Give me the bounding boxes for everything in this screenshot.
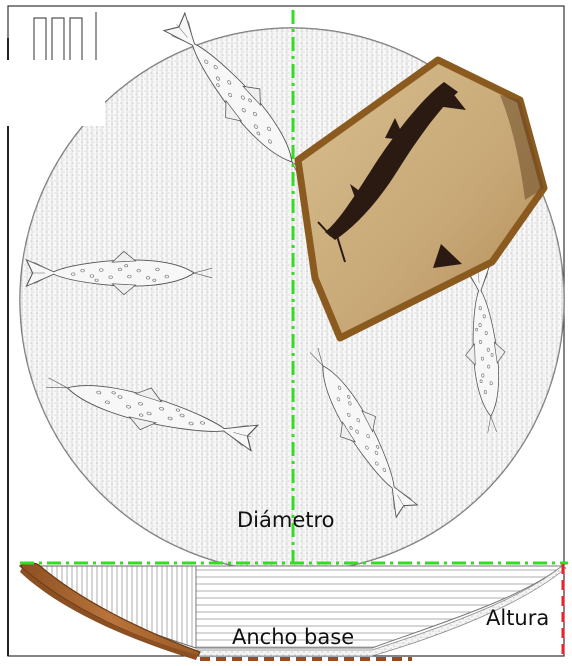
- profile-section: [19, 562, 201, 657]
- base-width-label: Ancho base: [232, 625, 354, 649]
- scale-bar-icon: [33, 12, 97, 60]
- height-label: Altura: [486, 606, 549, 630]
- vessel-profile: [18, 562, 567, 660]
- painted-sherd: [294, 56, 548, 342]
- diameter-label: Diámetro: [237, 508, 335, 532]
- fish-motif-icon: [317, 82, 466, 268]
